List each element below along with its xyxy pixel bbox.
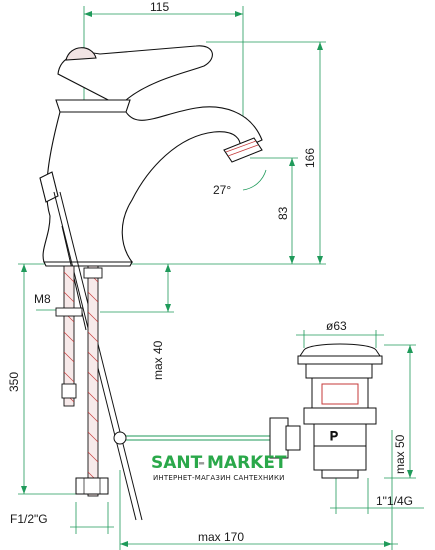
dim-hose-length: 350 <box>7 372 21 392</box>
flex-hose <box>55 265 109 497</box>
svg-text:P: P <box>330 429 338 443</box>
dim-waste-thread: 1"1/4G <box>376 494 413 508</box>
dim-rod-max: max 170 <box>198 530 244 544</box>
dimension-labels: 115 166 83 27° M8 max 40 350 ø63 max 50 … <box>7 0 413 544</box>
dim-waste-diameter: ø63 <box>326 319 347 333</box>
waste-assembly: P <box>297 343 383 479</box>
brand-dash: - <box>198 453 205 473</box>
dimension-arrows <box>21 11 413 547</box>
brand-name-right: MARKET <box>207 453 287 473</box>
dim-thread: M8 <box>34 292 51 306</box>
dim-spout-height: 83 <box>276 206 290 220</box>
dim-waste-max: max 50 <box>393 434 407 474</box>
dim-angle: 27° <box>213 183 231 197</box>
brand-name-left: SANT <box>151 453 203 473</box>
brand-subtitle: ИНТЕРНЕТ-МАГАЗИН САНТЕХНИКИ <box>153 474 285 482</box>
dim-max-depth: max 40 <box>151 340 165 380</box>
dimension-lines <box>18 6 424 550</box>
brand-watermark: SANT - MARKET ИНТЕРНЕТ-МАГАЗИН САНТЕХНИК… <box>151 453 287 482</box>
waste-linkage <box>113 417 301 459</box>
dim-top-width: 115 <box>150 0 169 14</box>
faucet-body <box>39 45 263 267</box>
dim-hose-thread: F1/2"G <box>10 512 48 526</box>
dim-total-height: 166 <box>303 148 317 168</box>
